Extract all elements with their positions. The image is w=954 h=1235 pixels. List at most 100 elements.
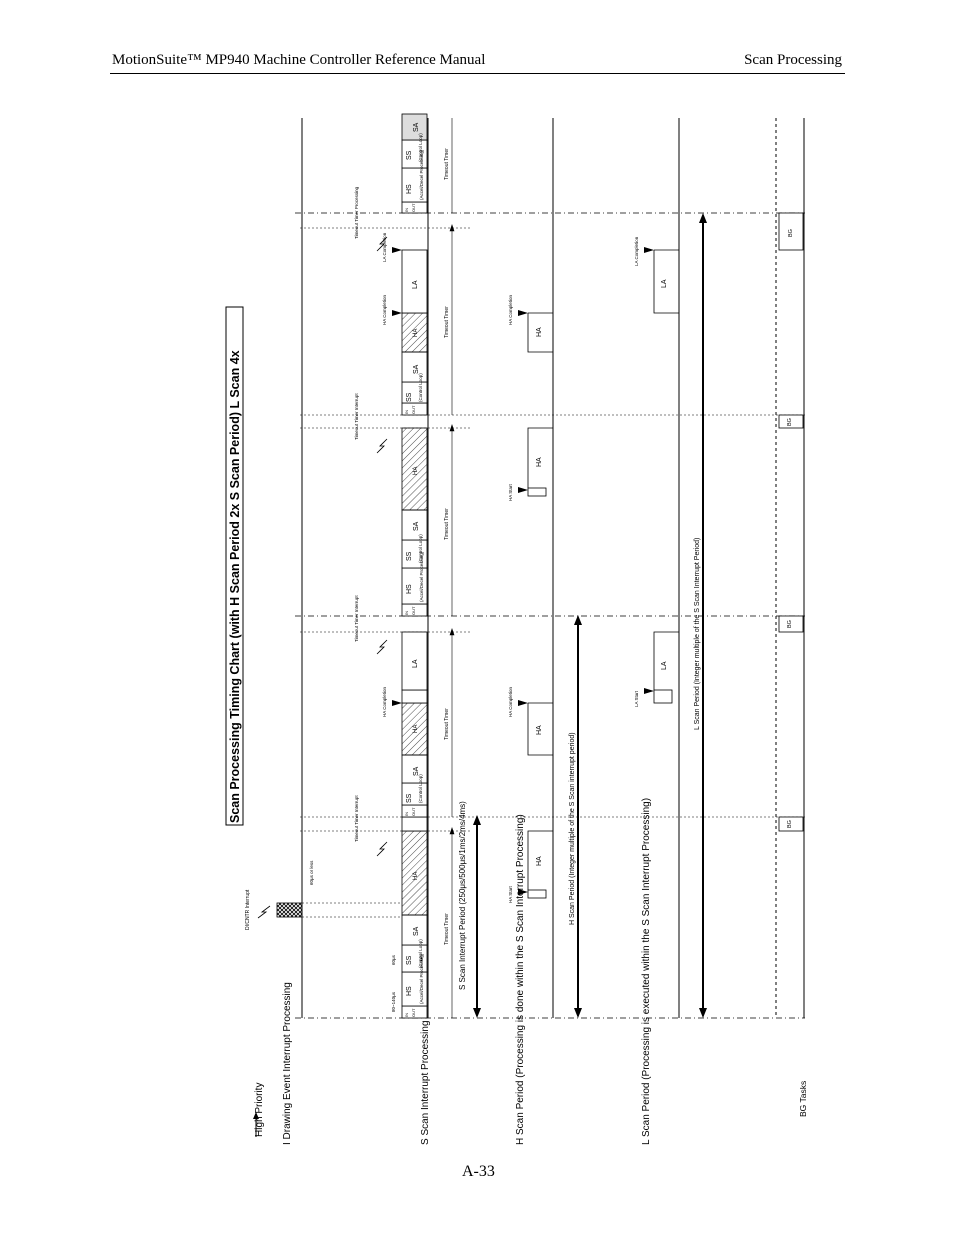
label-out-4: OUT (411, 405, 416, 414)
chart-title-box: Scan Processing Timing Chart (with H Sca… (225, 306, 244, 826)
label-in-2: IN (404, 812, 409, 816)
bg-labels: BG BG BG BG (787, 229, 794, 828)
t1-label: 80~140μs (391, 991, 396, 1012)
label-ss-2: SS (406, 793, 413, 803)
t3-label: 60μs or less (309, 860, 314, 885)
la-l1: LA (661, 661, 668, 670)
i-drawing-block: DI/CNTR Interrupt 60μs or less 80~140μs … (245, 860, 400, 1012)
ha-completion-2: HA Completion (508, 294, 513, 325)
timeout-interrupt-2: Timeout Timer Interrupt (354, 595, 359, 642)
label-ss-sub-2: (Control Loop) (418, 774, 423, 803)
label-sa-4: SA (413, 364, 420, 374)
label-ss-sub-5: (Control Loop) (418, 133, 423, 162)
label-ha-s1: HA (413, 872, 419, 880)
timeout-timer-4: Timeout Timer (444, 306, 450, 338)
bg-lane (778, 212, 804, 832)
la-start: LA Start (634, 690, 639, 707)
header-rule (110, 73, 845, 74)
timeout-timer-labels: Timeout Timer Timeout Timer Timeout Time… (444, 148, 450, 945)
page-number: A-33 (462, 1163, 495, 1180)
label-ha-s2: HA (413, 725, 419, 733)
l-period-arrow: L Scan Period (Integer multiple of the S… (694, 213, 707, 1018)
chart-title: Scan Processing Timing Chart (with H Sca… (228, 350, 242, 823)
lane-lines (301, 118, 805, 1018)
bg-2: BG (787, 620, 793, 628)
label-ss-sub-4: (Control Loop) (418, 373, 423, 402)
di-interrupt-label: DI/CNTR Interrupt (245, 889, 251, 930)
label-out-1: OUT (411, 1008, 416, 1017)
timeout-timer-1: Timeout Timer (444, 913, 450, 945)
ha-start-1: HA Start (508, 885, 513, 903)
ha-h4: HA (536, 327, 543, 337)
s-period-label: S Scan Interrupt Period (250μs/500μs/1ms… (458, 801, 467, 990)
label-ss-3: SS (406, 551, 413, 561)
label-la-s2: LA (412, 659, 419, 668)
in-out-labels: IN OUT IN OUT IN OUT IN OUT IN OUT (404, 203, 416, 1017)
row-label-bg-tasks: BG Tasks (798, 1081, 808, 1117)
s-scan-blocks (401, 113, 428, 1019)
t2-label: 60μs (391, 954, 396, 965)
h-period-arrow: H Scan Period (Integer multiple of the S… (569, 615, 582, 1018)
label-out-5: OUT (411, 203, 416, 212)
label-in-5: IN (404, 208, 409, 212)
h-scan-lane (527, 312, 553, 899)
bg-3: BG (787, 418, 793, 426)
label-sa-3: SA (413, 521, 420, 531)
row-label-h-scan: H Scan Period (Processing is done within… (515, 814, 526, 1145)
label-ss-5: SS (406, 150, 413, 160)
label-hs-1: HS (406, 986, 413, 996)
timeout-timer-lines (449, 118, 455, 1018)
timeout-timer-5: Timeout Timer (444, 148, 450, 180)
s-period-arrow: S Scan Interrupt Period (250μs/500μs/1ms… (458, 801, 481, 1018)
label-out-2: OUT (411, 807, 416, 816)
ha-h1: HA (536, 856, 543, 866)
priority-arrow: High Priority (253, 1083, 265, 1137)
la-completion: LA Completion (634, 236, 639, 266)
label-hs-3: HS (406, 584, 413, 594)
la-l2: LA (661, 279, 668, 288)
ha-completion-s2: HA Completion (382, 686, 387, 717)
l-scan-labels: LA LA LA Start LA Completion (634, 236, 668, 707)
label-hs-sub-5: (Accel/Decel Processing) (419, 149, 424, 200)
l-scan-lane (653, 249, 679, 704)
label-ss-sub-3: (Control Loop) (418, 534, 423, 563)
row-label-s-scan: S Scan Interrupt Processing (420, 1020, 431, 1145)
ha-completion-1: HA Completion (508, 686, 513, 717)
ha-h2: HA (536, 725, 543, 735)
label-ss-sub-1: (Control Loop) (418, 939, 423, 968)
label-in-3: IN (404, 611, 409, 615)
ha-h3: HA (536, 457, 543, 467)
label-ss-4: SS (406, 392, 413, 402)
timeout-interrupt-1: Timeout Timer Interrupt (354, 795, 359, 842)
label-hs-5: HS (406, 184, 413, 194)
l-period-label: L Scan Period (Integer multiple of the S… (694, 538, 701, 730)
label-out-3: OUT (411, 606, 416, 615)
timeout-lines (300, 227, 805, 832)
timeout-timer-2: Timeout Timer (444, 708, 450, 740)
timeout-timer-3: Timeout Timer (444, 508, 450, 540)
bg-4: BG (788, 229, 794, 237)
label-sa-1: SA (413, 926, 420, 936)
h-period-label: H Scan Period (Integer multiple of the S… (569, 732, 576, 925)
s-scan-block-labels: HS (Accel/Decel Processing) SS (Control … (406, 122, 424, 1004)
label-sa-2: SA (413, 766, 420, 776)
h-scan-labels: HA HA HA HA HA Start HA Completion HA St… (508, 294, 543, 903)
bg-1: BG (787, 820, 793, 828)
row-label-i-drawing: I Drawing Event Interrupt Processing (282, 982, 293, 1145)
timeout-interrupt-3: Timeout Timer Interrupt (354, 393, 359, 440)
label-in-4: IN (404, 410, 409, 414)
priority-label: High Priority (254, 1083, 265, 1137)
label-in-1: IN (404, 1013, 409, 1017)
label-ss-1: SS (406, 955, 413, 965)
row-label-l-scan: L Scan Period (Processing is executed wi… (641, 798, 652, 1145)
label-la-s4: LA (412, 280, 419, 289)
label-hs-sub-3: (Accel/Decel Processing) (419, 551, 424, 602)
timeout-processing: Timeout Timer Processing (354, 186, 359, 239)
timeout-markers: Timeout Timer Interrupt Timeout Timer In… (354, 186, 402, 857)
header-title: MotionSuite™ MP940 Machine Controller Re… (112, 52, 486, 68)
header-section: Scan Processing (744, 52, 842, 68)
label-ha-s4: HA (413, 329, 419, 337)
ha-start-2: HA Start (508, 483, 513, 501)
label-hs-sub-1: (Accel/Decel Processing) (419, 953, 424, 1004)
